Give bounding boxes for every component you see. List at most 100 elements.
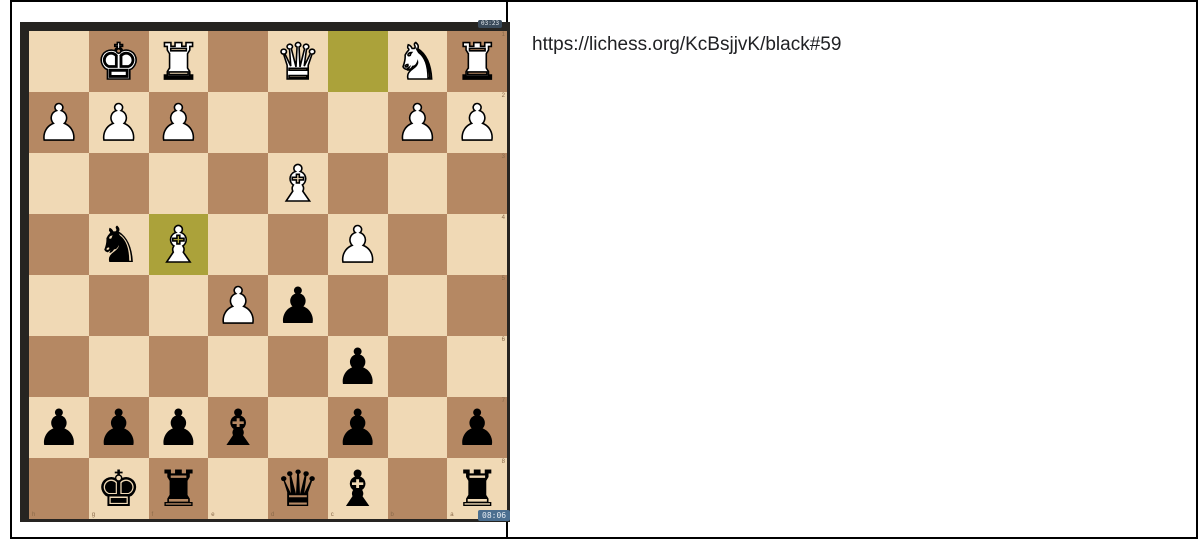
- square-b4[interactable]: [388, 214, 448, 275]
- black-rook-icon[interactable]: ♜: [455, 464, 500, 514]
- square-b1[interactable]: ♞: [388, 31, 448, 92]
- file-label: f: [152, 512, 154, 518]
- white-king-icon[interactable]: ♚: [96, 37, 141, 87]
- square-g6[interactable]: [89, 336, 149, 397]
- square-e6[interactable]: [208, 336, 268, 397]
- square-e5[interactable]: ♟: [208, 275, 268, 336]
- square-g7[interactable]: ♟: [89, 397, 149, 458]
- square-b2[interactable]: ♟: [388, 92, 448, 153]
- square-a4[interactable]: 4: [447, 214, 507, 275]
- white-queen-icon[interactable]: ♛: [275, 37, 320, 87]
- file-label: e: [211, 512, 214, 518]
- square-d8[interactable]: ♛d: [268, 458, 328, 519]
- white-rook-icon[interactable]: ♜: [156, 37, 201, 87]
- square-f1[interactable]: ♜: [149, 31, 209, 92]
- white-pawn-icon[interactable]: ♟: [36, 98, 81, 148]
- square-g1[interactable]: ♚: [89, 31, 149, 92]
- square-a1[interactable]: ♜1: [447, 31, 507, 92]
- square-d4[interactable]: [268, 214, 328, 275]
- rank-label: 8: [502, 459, 505, 465]
- white-bishop-icon[interactable]: ♝: [275, 159, 320, 209]
- square-c1[interactable]: [328, 31, 388, 92]
- square-b3[interactable]: [388, 153, 448, 214]
- square-c5[interactable]: [328, 275, 388, 336]
- square-a3[interactable]: 3: [447, 153, 507, 214]
- square-d6[interactable]: [268, 336, 328, 397]
- white-pawn-icon[interactable]: ♟: [335, 220, 380, 270]
- white-rook-icon[interactable]: ♜: [455, 37, 500, 87]
- square-f8[interactable]: ♜f: [149, 458, 209, 519]
- white-knight-icon[interactable]: ♞: [395, 37, 440, 87]
- square-h4[interactable]: [29, 214, 89, 275]
- black-pawn-icon[interactable]: ♟: [335, 342, 380, 392]
- square-h1[interactable]: [29, 31, 89, 92]
- square-f5[interactable]: [149, 275, 209, 336]
- square-f6[interactable]: [149, 336, 209, 397]
- square-e4[interactable]: [208, 214, 268, 275]
- square-c2[interactable]: [328, 92, 388, 153]
- square-h7[interactable]: ♟: [29, 397, 89, 458]
- square-f7[interactable]: ♟: [149, 397, 209, 458]
- square-a5[interactable]: 5: [447, 275, 507, 336]
- square-c8[interactable]: ♝c: [328, 458, 388, 519]
- black-knight-icon[interactable]: ♞: [96, 220, 141, 270]
- square-c6[interactable]: ♟: [328, 336, 388, 397]
- square-e1[interactable]: [208, 31, 268, 92]
- white-pawn-icon[interactable]: ♟: [395, 98, 440, 148]
- rank-label: 5: [502, 276, 505, 282]
- file-label: c: [331, 512, 334, 518]
- white-pawn-icon[interactable]: ♟: [156, 98, 201, 148]
- square-c7[interactable]: ♟: [328, 397, 388, 458]
- square-c3[interactable]: [328, 153, 388, 214]
- black-bishop-icon[interactable]: ♝: [216, 403, 261, 453]
- black-bishop-icon[interactable]: ♝: [335, 464, 380, 514]
- square-b6[interactable]: [388, 336, 448, 397]
- square-h2[interactable]: ♟: [29, 92, 89, 153]
- white-bishop-icon[interactable]: ♝: [156, 220, 201, 270]
- square-g8[interactable]: ♚g: [89, 458, 149, 519]
- square-h5[interactable]: [29, 275, 89, 336]
- square-b5[interactable]: [388, 275, 448, 336]
- black-pawn-icon[interactable]: ♟: [36, 403, 81, 453]
- white-pawn-icon[interactable]: ♟: [216, 281, 261, 331]
- square-g5[interactable]: [89, 275, 149, 336]
- square-d1[interactable]: ♛: [268, 31, 328, 92]
- square-e3[interactable]: [208, 153, 268, 214]
- game-url[interactable]: https://lichess.org/KcBsjjvK/black#59: [532, 34, 841, 56]
- black-rook-icon[interactable]: ♜: [156, 464, 201, 514]
- square-d5[interactable]: ♟: [268, 275, 328, 336]
- square-b7[interactable]: [388, 397, 448, 458]
- black-pawn-icon[interactable]: ♟: [455, 403, 500, 453]
- black-pawn-icon[interactable]: ♟: [335, 403, 380, 453]
- square-h8[interactable]: h: [29, 458, 89, 519]
- square-d3[interactable]: ♝: [268, 153, 328, 214]
- square-d2[interactable]: [268, 92, 328, 153]
- square-g2[interactable]: ♟: [89, 92, 149, 153]
- square-d7[interactable]: [268, 397, 328, 458]
- square-c4[interactable]: ♟: [328, 214, 388, 275]
- square-g4[interactable]: ♞: [89, 214, 149, 275]
- white-pawn-icon[interactable]: ♟: [96, 98, 141, 148]
- square-f3[interactable]: [149, 153, 209, 214]
- black-pawn-icon[interactable]: ♟: [275, 281, 320, 331]
- white-pawn-icon[interactable]: ♟: [455, 98, 500, 148]
- square-e7[interactable]: ♝: [208, 397, 268, 458]
- square-g3[interactable]: [89, 153, 149, 214]
- black-queen-icon[interactable]: ♛: [275, 464, 320, 514]
- black-pawn-icon[interactable]: ♟: [156, 403, 201, 453]
- square-a7[interactable]: ♟7: [447, 397, 507, 458]
- square-b8[interactable]: b: [388, 458, 448, 519]
- square-h3[interactable]: [29, 153, 89, 214]
- square-e8[interactable]: e: [208, 458, 268, 519]
- rank-label: 2: [502, 93, 505, 99]
- black-king-icon[interactable]: ♚: [96, 464, 141, 514]
- file-label: b: [391, 512, 394, 518]
- square-a2[interactable]: ♟2: [447, 92, 507, 153]
- square-e2[interactable]: [208, 92, 268, 153]
- square-a6[interactable]: 6: [447, 336, 507, 397]
- square-f4[interactable]: ♝: [149, 214, 209, 275]
- black-pawn-icon[interactable]: ♟: [96, 403, 141, 453]
- square-h6[interactable]: [29, 336, 89, 397]
- square-f2[interactable]: ♟: [149, 92, 209, 153]
